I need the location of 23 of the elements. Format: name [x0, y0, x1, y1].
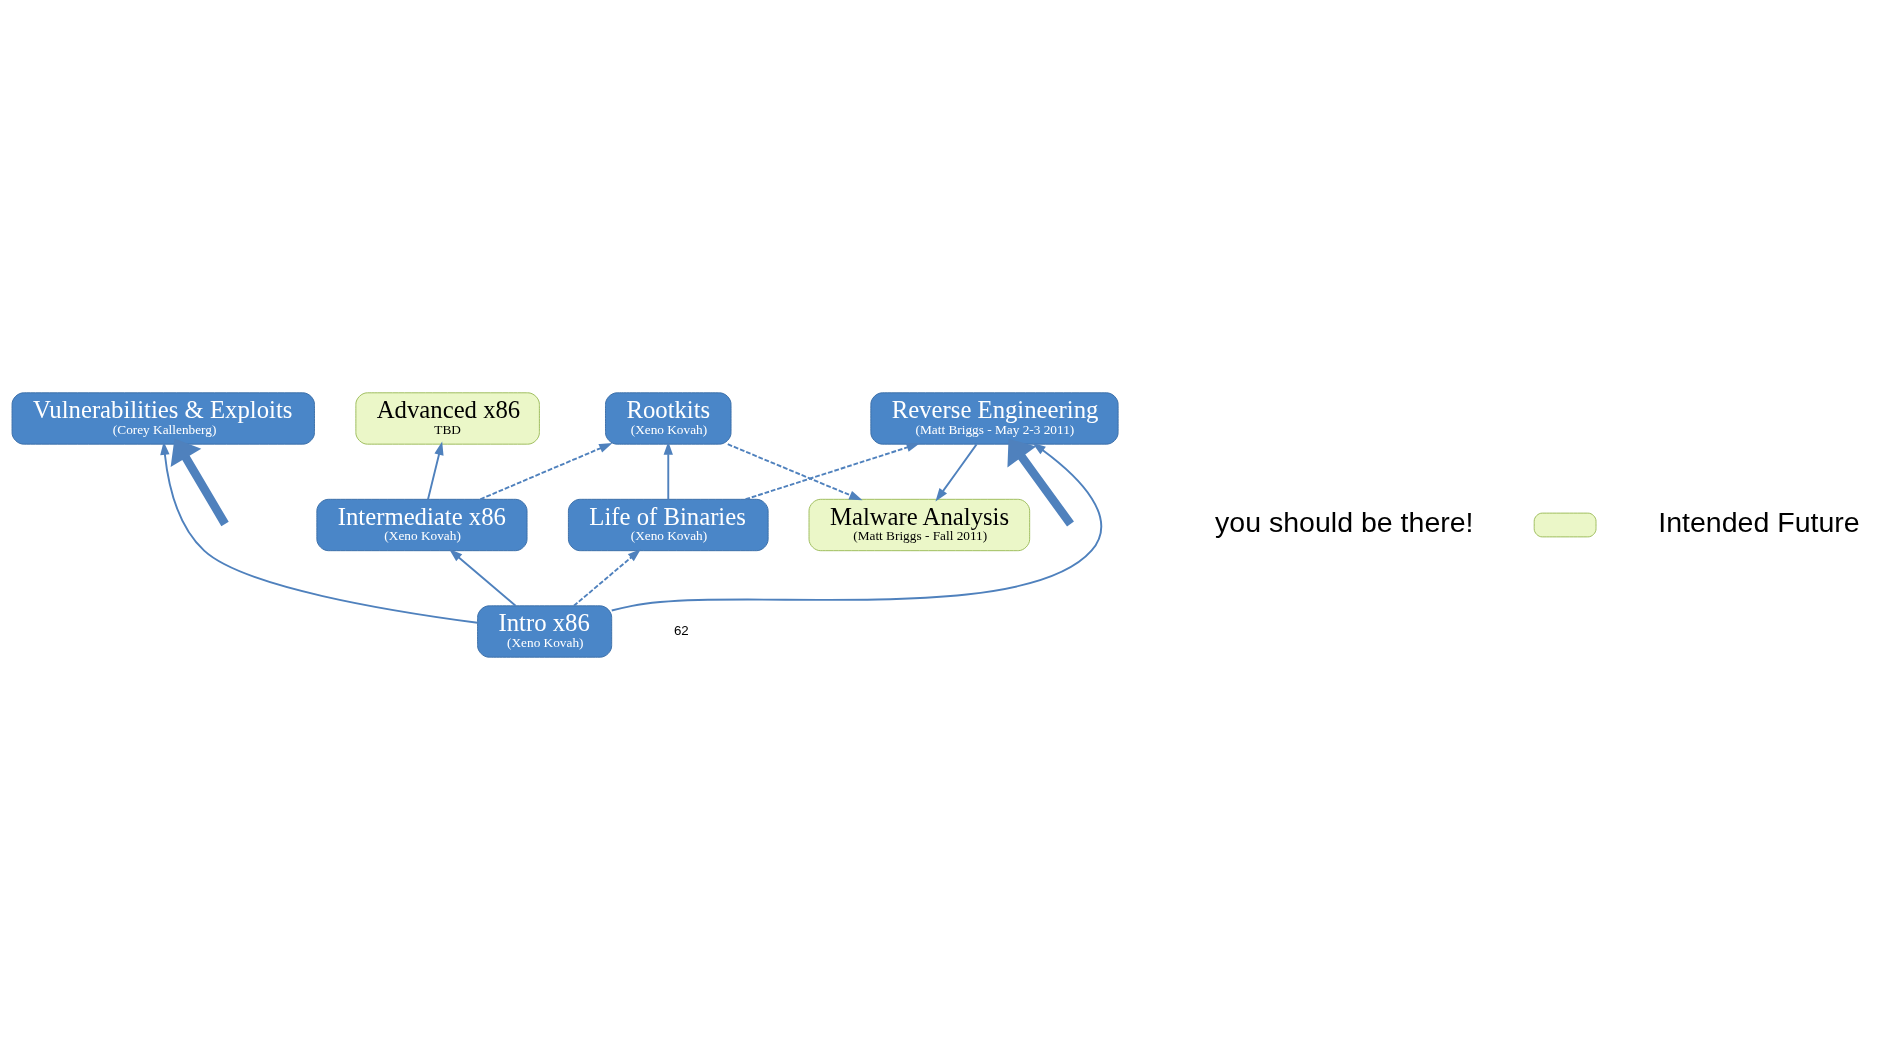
arrow [935, 442, 978, 502]
arrow [1007, 438, 1074, 526]
arrow [744, 442, 920, 500]
node-box: Intermediate x86 (Xeno Kovah) [316, 498, 528, 551]
arrow [610, 442, 1103, 611]
arrow [572, 548, 641, 607]
legend-label: Intended Future [1658, 505, 1860, 538]
arrow [479, 442, 613, 500]
label: you should be there! [1215, 505, 1474, 538]
arrow [449, 548, 517, 607]
arrow [427, 441, 444, 500]
arrow [726, 442, 863, 500]
node-box: Rootkits (Xeno Kovah) [605, 391, 732, 445]
arrow [170, 437, 229, 526]
node-box: Malware Analysis (Matt Briggs - Fall 2011) [808, 498, 1031, 551]
node-box: Vulnerabilities & Exploits (Corey Kallenberg) [11, 391, 315, 445]
node-box: Intro x86 (Xeno Kovah) [477, 604, 613, 658]
node-box: Life of Binaries (Xeno Kovah) [567, 498, 769, 551]
node-box: Reverse Engineering (Matt Briggs - May 2-3 2011) [870, 391, 1119, 445]
label: 62 [673, 622, 689, 638]
arrow [160, 440, 479, 624]
arrow [663, 441, 673, 500]
node-box: Advanced x86 TBD [355, 391, 540, 445]
